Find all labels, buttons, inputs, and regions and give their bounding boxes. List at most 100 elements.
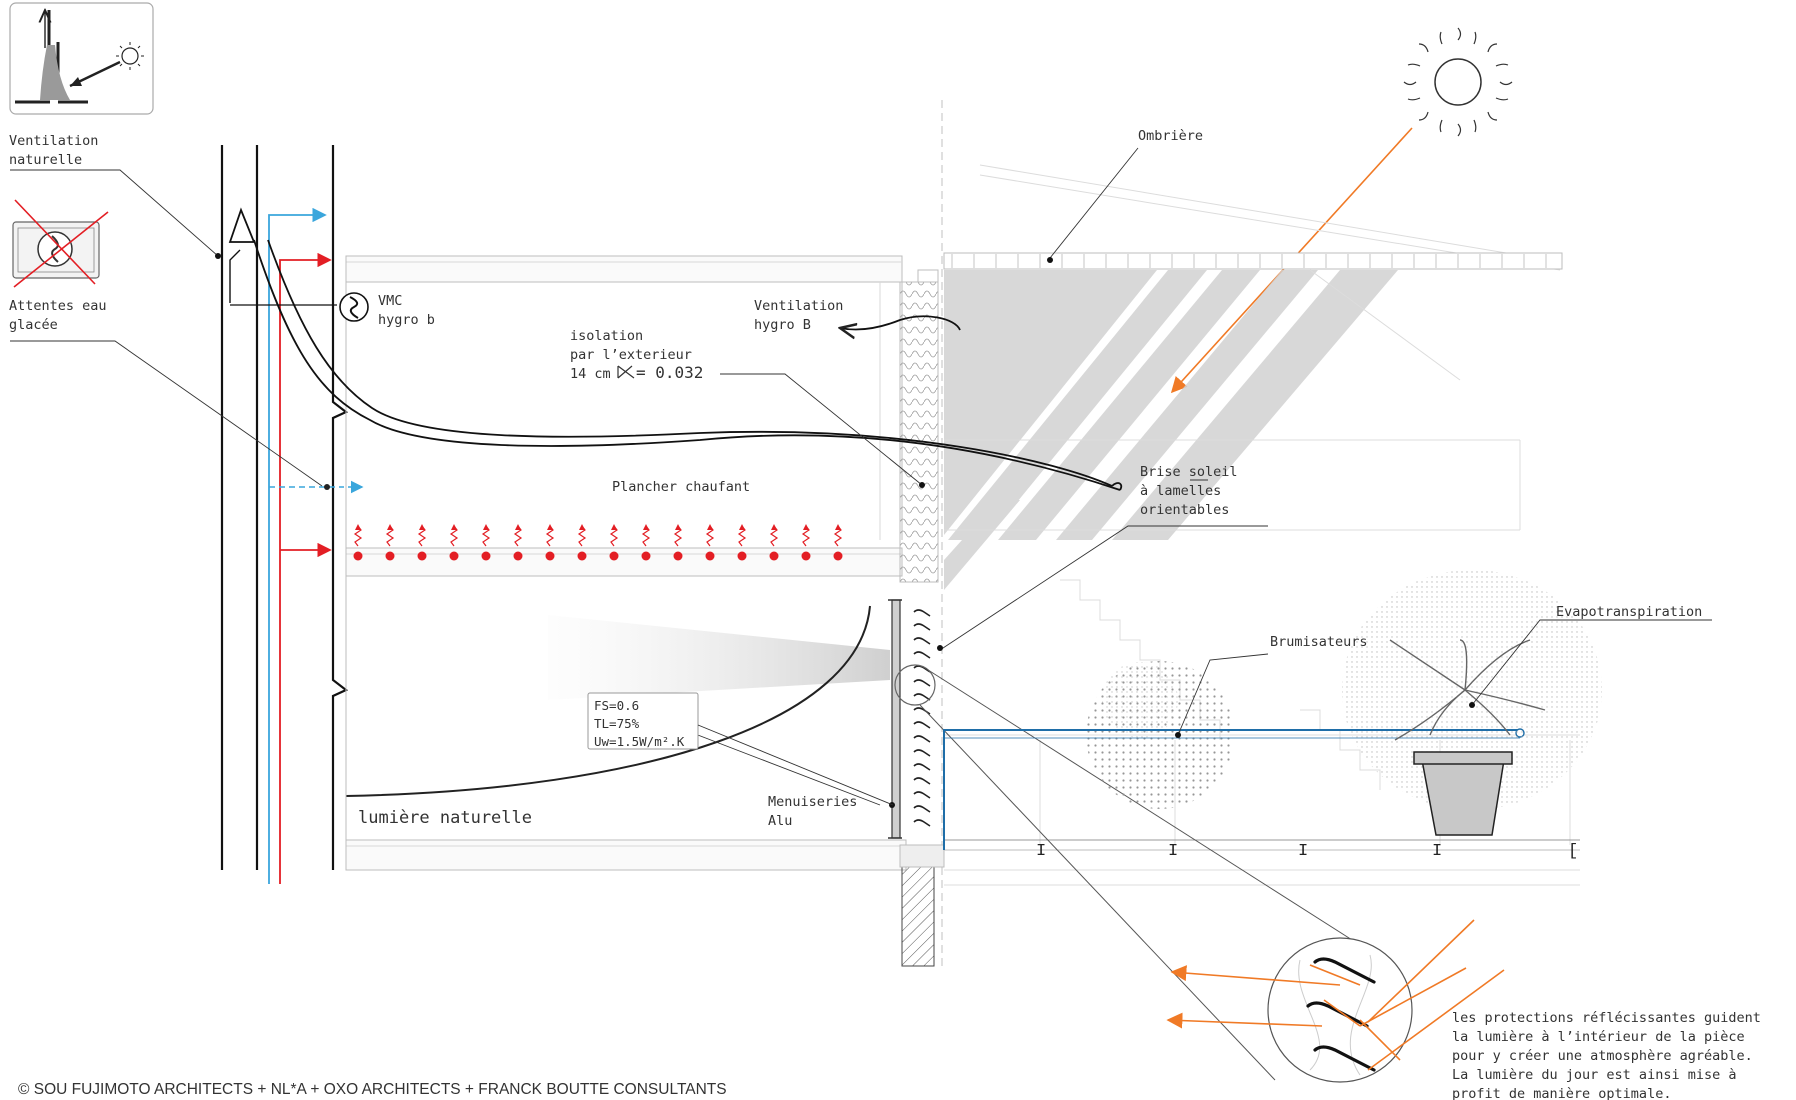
label-attentes-eau-1: Attentes eau — [9, 298, 107, 314]
label-ventilation-naturelle-1: Ventilation — [9, 133, 98, 149]
window-frame — [888, 599, 931, 839]
heating-pipe-dot — [513, 551, 523, 561]
crossed-air-conditioner-icon — [12, 199, 109, 288]
ventilation-shaft — [220, 145, 349, 870]
louver-blade — [913, 651, 931, 659]
heat-arrow-head — [803, 524, 809, 530]
louver-blade — [913, 679, 931, 687]
heat-arrow-head — [547, 524, 553, 530]
heating-pipe-dot — [481, 551, 491, 561]
caption-line-1: les protections réflécissantes guident — [1452, 1010, 1761, 1026]
lambda-icon — [617, 365, 635, 379]
chilled-water-pipes — [268, 207, 364, 884]
heating-pipe-dot — [449, 551, 459, 561]
balcony-supports: I I I I [ — [1036, 842, 1578, 861]
heating-pipe-dot — [769, 551, 779, 561]
louver-blade — [913, 665, 931, 673]
heating-pipe-dot — [417, 551, 427, 561]
louver-blade — [913, 721, 931, 729]
louver-blade — [913, 609, 931, 617]
label-isolation-3: 14 cm — [570, 366, 611, 382]
svg-text:I: I — [1298, 842, 1308, 861]
louver-blade — [913, 693, 931, 701]
label-menuiseries-1: Menuiseries — [768, 794, 857, 810]
heating-pipe-dot — [577, 551, 587, 561]
heating-pipe-dot — [641, 551, 651, 561]
heat-arrow-head — [835, 524, 841, 530]
heating-pipe-dot — [353, 551, 363, 561]
label-brumisateurs: Brumisateurs — [1270, 634, 1368, 650]
credit-line: © SOU FUJIMOTO ARCHITECTS + NL*A + OXO A… — [18, 1081, 727, 1098]
heat-arrow-head — [707, 524, 713, 530]
svg-text:I: I — [1168, 842, 1178, 861]
heat-arrow-head — [355, 524, 361, 530]
label-isolation-1: isolation — [570, 328, 643, 344]
louver-blade — [913, 819, 931, 827]
heat-arrow-head — [451, 524, 457, 530]
heat-arrow-head — [419, 524, 425, 530]
fan-icon — [339, 292, 369, 322]
plant-pot-icon — [1342, 570, 1602, 836]
chimney-ventilation-icon — [9, 2, 154, 115]
leader-lines — [10, 147, 1712, 806]
label-ventilation-hygro-1: Ventilation — [754, 298, 843, 314]
misting-system — [943, 661, 1525, 850]
louver-blade — [913, 791, 931, 799]
heating-pipe-dot — [609, 551, 619, 561]
daylight-curve — [345, 605, 871, 797]
building-structure — [345, 255, 1580, 967]
svg-text:I: I — [1036, 842, 1046, 861]
heat-arrow-head — [771, 524, 777, 530]
louver-blade — [913, 735, 931, 743]
heat-arrow-head — [483, 524, 489, 530]
louver-blade — [913, 749, 931, 757]
label-spec-uw: Uw=1.5W/m².K — [594, 734, 685, 749]
label-vmc-2: hygro b — [378, 312, 435, 328]
svg-text:I: I — [1432, 842, 1442, 861]
louver-blade — [913, 637, 931, 645]
label-menuiseries-2: Alu — [768, 813, 792, 829]
label-ventilation-hygro-2: hygro B — [754, 317, 811, 333]
label-brise-soleil-3: orientables — [1140, 502, 1229, 518]
window-specs-box — [587, 692, 699, 750]
light-beam — [548, 615, 890, 700]
label-isolation-2: par l’exterieur — [570, 347, 692, 363]
heat-arrow-head — [643, 524, 649, 530]
caption-line-3: pour y créer une atmosphère agréable. — [1452, 1048, 1753, 1064]
louver-blade — [913, 623, 931, 631]
heat-arrow-head — [675, 524, 681, 530]
heating-pipe-dot — [737, 551, 747, 561]
svg-text:[: [ — [1568, 842, 1578, 861]
heating-pipe-dot — [385, 551, 395, 561]
heat-arrow-head — [579, 524, 585, 530]
louver-blade — [913, 763, 931, 771]
sun-icon — [1403, 27, 1513, 137]
heating-pipe-dot — [545, 551, 555, 561]
shade-pattern — [944, 270, 1398, 590]
louver-blade — [913, 777, 931, 785]
label-spec-fs: FS=0.6 — [594, 698, 639, 713]
label-vmc-1: VMC — [378, 293, 402, 309]
label-plancher: Plancher chaufant — [612, 479, 750, 495]
caption-line-5: profit de manière optimale. — [1452, 1086, 1671, 1100]
label-ombriere: Ombrière — [1138, 128, 1203, 144]
louver-blade — [913, 707, 931, 715]
heat-arrow-head — [739, 524, 745, 530]
heating-pipe-dot — [833, 551, 843, 561]
exterior-context-lines — [944, 164, 1580, 886]
heating-pipe-dot — [801, 551, 811, 561]
ombriere-canopy — [943, 252, 1563, 270]
louver-blade — [913, 805, 931, 813]
window-specs-leader — [697, 724, 894, 806]
label-spec-tl: TL=75% — [594, 716, 640, 731]
label-isolation-4: = 0.032 — [636, 363, 703, 382]
air-flow-arrows — [228, 207, 1123, 491]
caption-line-4: La lumière du jour est ainsi mise à — [1452, 1067, 1736, 1083]
label-evapotranspiration: Evapotranspiration — [1556, 604, 1702, 620]
heating-pipe-dot — [673, 551, 683, 561]
label-brise-soleil-2: à lamelles — [1140, 483, 1221, 499]
label-attentes-eau-2: glacée — [9, 317, 58, 333]
heat-arrow-head — [515, 524, 521, 530]
underfloor-heating — [353, 524, 843, 561]
